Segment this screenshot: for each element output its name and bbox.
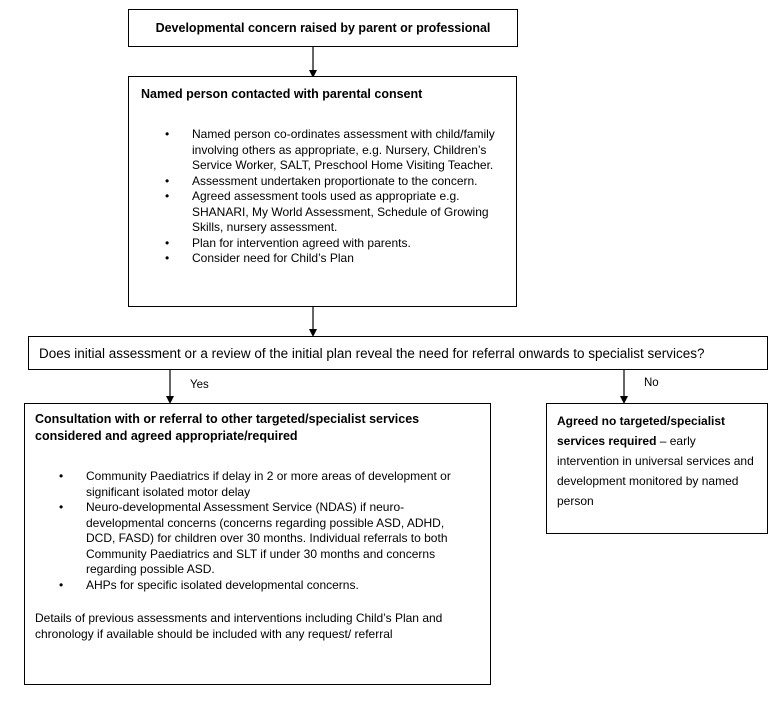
box-named-person: Named person contacted with parental con…	[128, 76, 517, 307]
specialist-referral-footer: Details of previous assessments and inte…	[35, 611, 443, 641]
box-question: Does initial assessment or a review of t…	[28, 336, 768, 370]
branch-label-no: No	[644, 377, 659, 389]
no-referral-bold: Agreed no targeted/specialist services r…	[557, 414, 726, 448]
list-item: Plan for intervention agreed with parent…	[165, 236, 498, 252]
list-item: Neuro-developmental Assessment Service (…	[59, 500, 470, 578]
box-specialist-referral: Consultation with or referral to other t…	[24, 403, 491, 685]
named-person-bullets: Named person co-ordinates assessment wit…	[141, 127, 506, 267]
no-referral-text: – early intervention in universal servic…	[557, 434, 754, 508]
box-no-referral: Agreed no targeted/specialist services r…	[546, 403, 768, 534]
question-text: Does initial assessment or a review of t…	[39, 345, 705, 361]
list-item: Agreed assessment tools used as appropri…	[165, 189, 498, 236]
list-item: Assessment undertaken proportionate to t…	[165, 174, 498, 190]
box-named-person-title: Named person contacted with parental con…	[141, 87, 423, 101]
box-concern-raised-title: Developmental concern raised by parent o…	[155, 21, 491, 35]
box-specialist-referral-title: Consultation with or referral to other t…	[35, 412, 420, 443]
box-concern-raised: Developmental concern raised by parent o…	[128, 9, 518, 47]
list-item: Community Paediatrics if delay in 2 or m…	[59, 469, 470, 500]
list-item: AHPs for specific isolated developmental…	[59, 578, 470, 594]
specialist-referral-bullets: Community Paediatrics if delay in 2 or m…	[35, 469, 480, 593]
list-item: Named person co-ordinates assessment wit…	[165, 127, 498, 174]
branch-label-yes: Yes	[190, 379, 209, 391]
list-item: Consider need for Child’s Plan	[165, 251, 498, 267]
